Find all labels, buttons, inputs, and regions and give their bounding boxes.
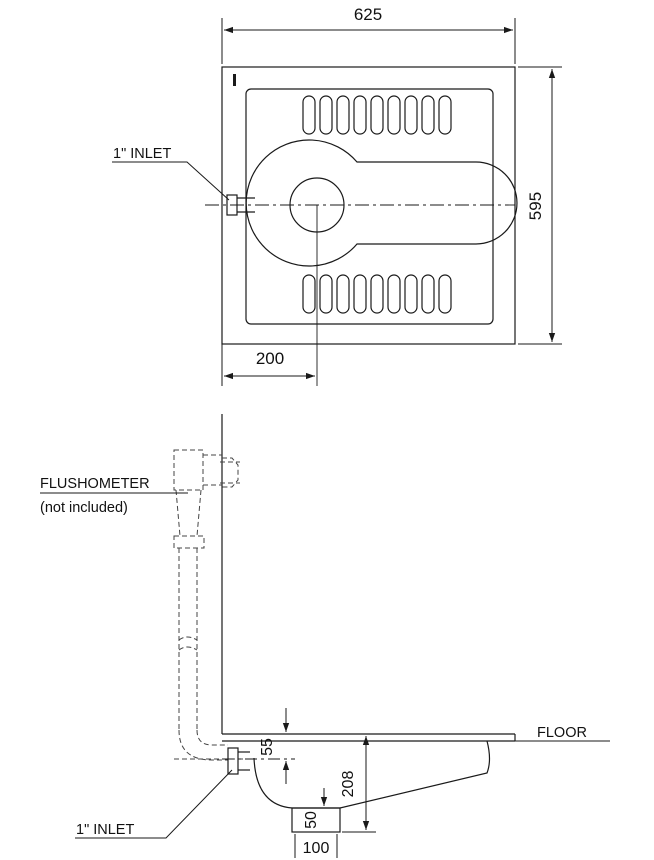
side-inlet-stub [227, 747, 250, 775]
plan-centerlines [205, 204, 515, 386]
foot-grips-bottom [302, 274, 452, 314]
depth-dim-label: 595 [526, 192, 545, 220]
inlet-height-dim-label: 55 [259, 738, 276, 756]
outlet-spigot [291, 807, 341, 833]
pan-profile [253, 740, 491, 833]
flushometer-hidden [173, 449, 254, 761]
flushometer-note: (not included) [40, 500, 128, 516]
flushometer-label: FLUSHOMETER [40, 476, 150, 492]
floor-label: FLOOR [537, 725, 587, 741]
dimension-total-depth [342, 736, 376, 833]
side-inlet-leader [75, 769, 233, 839]
plate-outline [221, 66, 516, 345]
dimension-outlet-width [294, 834, 338, 858]
plan-inlet-leader [112, 161, 230, 201]
outlet-width-dim-label: 100 [303, 840, 330, 857]
dimension-depth [518, 66, 562, 345]
foot-grips-top [302, 95, 452, 135]
logo-mark [233, 74, 236, 86]
side-inlet-label: 1" INLET [76, 822, 134, 838]
plan-inlet-label: 1" INLET [113, 146, 171, 162]
inlet-offset-dim-label: 200 [256, 349, 284, 368]
width-dim-label: 625 [354, 5, 382, 24]
total-depth-dim-label: 208 [340, 771, 357, 798]
dimension-inlet-offset [221, 344, 315, 386]
dimension-width [221, 18, 516, 64]
bowl-outline [245, 139, 518, 267]
outlet-height-dim-label: 50 [303, 811, 320, 829]
plan-view [221, 66, 518, 345]
recess-outline [245, 88, 494, 325]
